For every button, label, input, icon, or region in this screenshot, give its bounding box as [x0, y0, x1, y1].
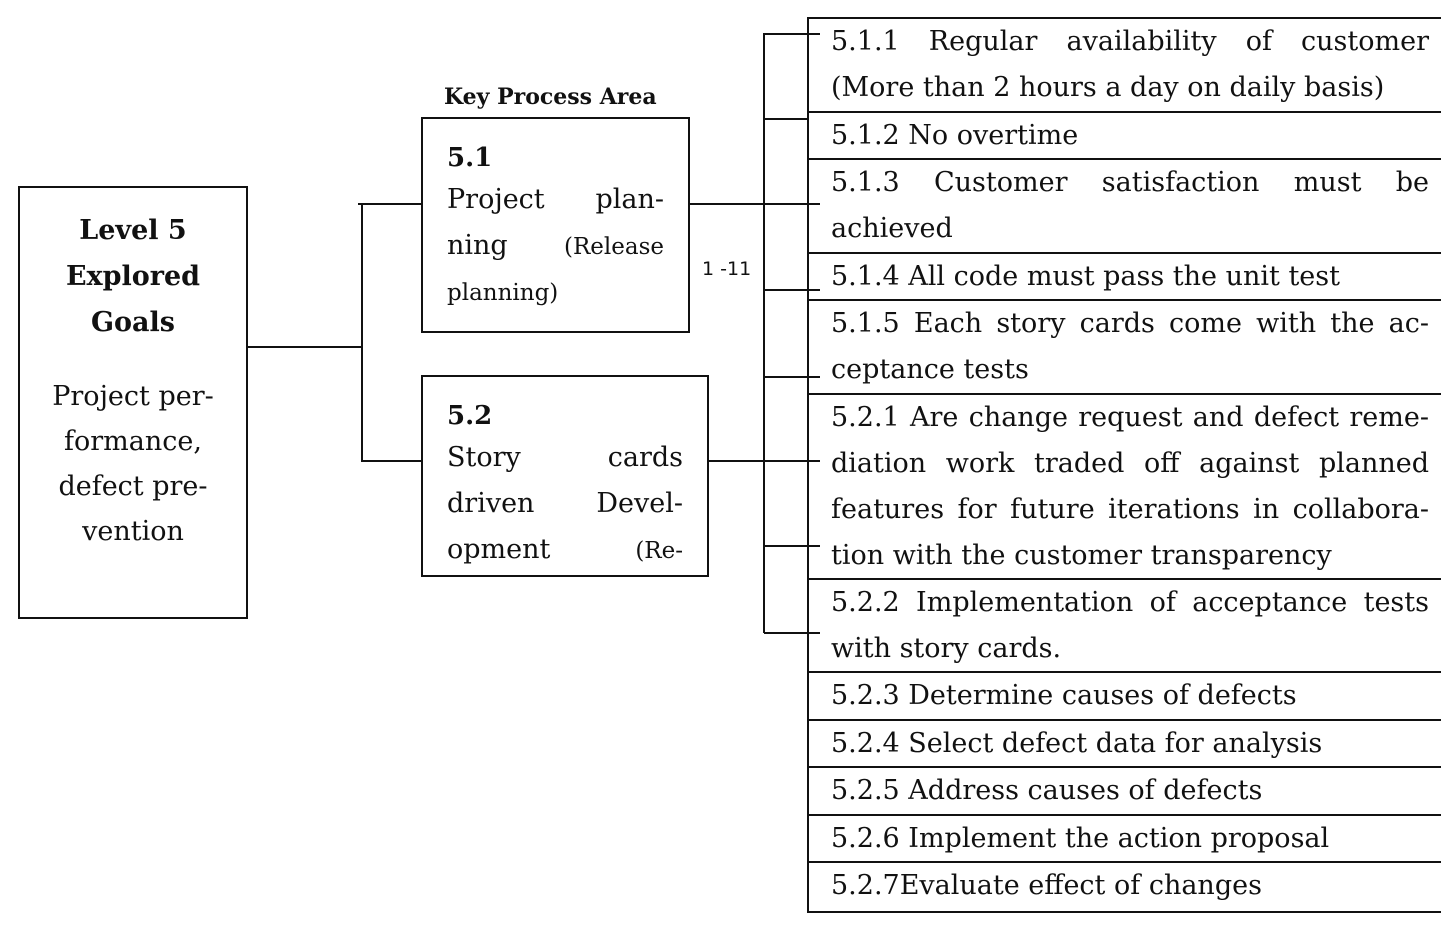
kpa-name-main: Story cards driven Devel-opment	[447, 442, 683, 565]
goal-row: 5.2.6 Implement the action proposal	[809, 816, 1441, 863]
range-label: 1 -11	[702, 258, 752, 280]
kpa-name-paren: (Release	[564, 234, 664, 260]
level-5-box: Level 5 Explored Goals Project per-forma…	[18, 186, 248, 619]
level-title: Level 5 Explored Goals	[20, 208, 246, 346]
kpa-number: 5.2	[447, 401, 493, 431]
goal-row: 5.1.4 All code must pass the unit test	[809, 254, 1441, 301]
goal-row: 5.2.5 Address causes of defects	[809, 768, 1441, 816]
level-title-line: Explored	[65, 261, 201, 292]
goal-row: 5.2.2 Implementation of acceptance tests…	[809, 580, 1441, 673]
goals-table: 5.1.1 Regular availability of customer (…	[807, 17, 1441, 913]
goal-row: 5.2.3 Determine causes of defects	[809, 673, 1441, 721]
goal-row: 5.2.7Evaluate effect of changes	[831, 870, 1262, 901]
kpa-box-5-2: 5.2 Story cards driven Devel-opment (Re-	[421, 375, 709, 577]
kpa-name-paren: (Re-	[635, 538, 683, 564]
goal-row: 5.1.5 Each story cards come with the ac-…	[809, 301, 1441, 395]
kpa-heading: Key Process Area	[444, 84, 657, 110]
kpa-name-tail: planning)	[447, 280, 559, 306]
level-title-line: Goals	[90, 307, 176, 338]
kpa-number: 5.1	[447, 143, 493, 173]
level-title-line: Level 5	[79, 215, 187, 246]
goal-row: 5.1.2 No overtime	[809, 113, 1441, 160]
kpa-name-main: Project plan-ning	[447, 184, 664, 261]
goal-row: 5.2.4 Select defect data for analysis	[809, 721, 1441, 768]
level-description: Project per-formance, defect pre-vention	[52, 381, 214, 547]
kpa-box-5-1: 5.1 Project plan-ning (Release planning)	[421, 117, 690, 333]
goal-row: 5.1.3 Customer satisfaction must be achi…	[809, 160, 1441, 254]
kpa-name: Project plan-ning (Release	[447, 177, 664, 270]
kpa-name: Story cards driven Devel-opment (Re-	[447, 435, 683, 574]
goal-row: 5.2.1 Are change request and defect reme…	[809, 395, 1441, 580]
goal-row: 5.1.1 Regular availability of customer (…	[809, 19, 1441, 113]
